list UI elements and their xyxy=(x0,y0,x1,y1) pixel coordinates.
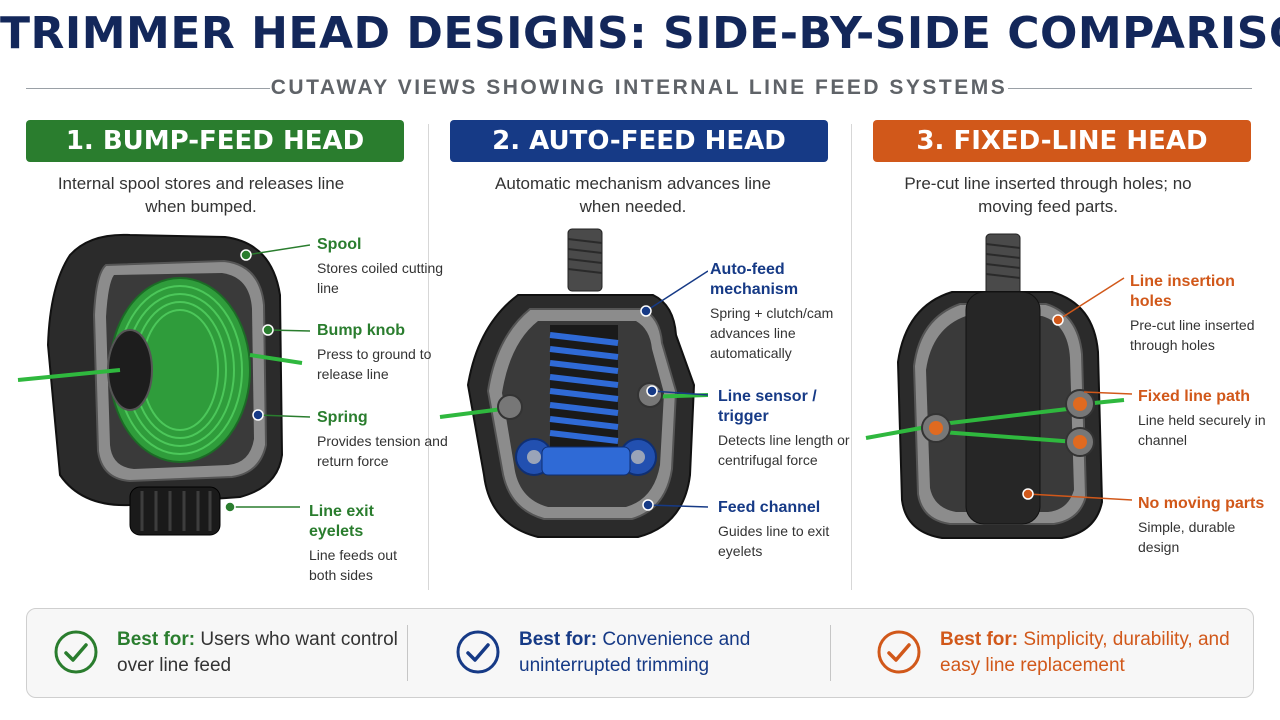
callout-desc: Line feeds out both sides xyxy=(309,547,397,583)
fixed-line-heading: 3. FIXED-LINE HEAD xyxy=(873,120,1251,162)
fixed-line-column: 3. FIXED-LINE HEAD Pre-cut line inserted… xyxy=(873,120,1253,590)
page-subtitle: CUTAWAY VIEWS SHOWING INTERNAL LINE FEED… xyxy=(270,76,1008,99)
cam-right-hub xyxy=(631,450,645,464)
shaft-threads xyxy=(567,238,603,274)
best-for-label: Best for: xyxy=(940,629,1019,650)
auto-feed-description: Automatic mechanism advances line when n… xyxy=(495,174,771,216)
callout-desc: Simple, durable design xyxy=(1138,519,1236,555)
check-circle-icon xyxy=(877,630,921,674)
fixed-line-cutaway-illustration xyxy=(865,233,1132,539)
spring-marker xyxy=(252,409,264,421)
coil-spring xyxy=(549,332,619,444)
best-for-text: Best for: Convenience and uninterrupted … xyxy=(519,627,819,679)
panel-divider xyxy=(407,625,408,681)
mechanism-marker xyxy=(640,305,652,317)
callout-spring: Spring Provides tension and return force xyxy=(317,408,457,471)
sensor-marker xyxy=(646,385,658,397)
insertion-hole-left-rim xyxy=(929,421,943,435)
callout-title: Auto-feed mechanism xyxy=(710,261,799,298)
cutting-line-right xyxy=(249,353,303,365)
callout-title: Line insertion holes xyxy=(1130,273,1235,310)
subtitle-rule-left xyxy=(26,88,270,89)
bump-feed-cutaway-illustration xyxy=(17,233,310,536)
check-circle-icon xyxy=(54,630,98,674)
fixed-line-description: Pre-cut line inserted through holes; no … xyxy=(904,174,1192,216)
callout-desc: Press to ground to release line xyxy=(317,346,432,382)
insertion-holes-marker xyxy=(1052,314,1064,326)
callout-title: Fixed line path xyxy=(1138,388,1251,405)
eyelet-marker xyxy=(224,501,236,513)
best-for-value: Simplicity, durability, and easy line re… xyxy=(940,629,1230,676)
callout-title: Feed channel xyxy=(718,499,821,516)
callout-desc: Stores coiled cutting line xyxy=(317,260,444,296)
bump-knob-ridges xyxy=(140,491,212,531)
best-for-value: Users who want control over line feed xyxy=(117,629,398,676)
page-title: TRIMMER HEAD DESIGNS: SIDE-BY-SIDE COMPA… xyxy=(0,8,1280,59)
callout-line-insertion-holes: Line insertion holes Pre-cut line insert… xyxy=(1130,272,1270,355)
callout-title: Line exit eyelets xyxy=(309,503,374,540)
fixed-line-leaders xyxy=(1027,277,1132,501)
callout-no-moving-parts: No moving parts Simple, durable design xyxy=(1138,494,1278,557)
callout-desc: Guides line to exit eyelets xyxy=(718,523,830,559)
callout-bump-knob: Bump knob Press to ground to release lin… xyxy=(317,321,457,384)
bump-knob-marker xyxy=(262,324,274,336)
callout-title: Line sensor / trigger xyxy=(718,388,817,425)
callout-desc: Pre-cut line inserted through holes xyxy=(1130,317,1255,353)
callout-line-exit-eyelets: Line exit eyelets Line feeds out both si… xyxy=(309,502,421,585)
fixed-line-path-top xyxy=(941,406,1077,426)
callout-desc: Detects line length or centrifugal force xyxy=(718,432,850,468)
cam-left-hub xyxy=(527,450,541,464)
best-for-panel: Best for: Users who want control over li… xyxy=(26,608,1254,698)
check-circle-icon xyxy=(456,630,500,674)
no-moving-parts-marker xyxy=(1022,488,1034,500)
insertion-hole-right-bottom-rim xyxy=(1073,435,1087,449)
best-for-label: Best for: xyxy=(519,629,598,650)
subtitle-rule-right xyxy=(1008,88,1252,89)
center-core xyxy=(965,291,1041,525)
eyelet-left xyxy=(497,394,523,420)
callout-title: No moving parts xyxy=(1138,495,1265,512)
best-for-value: Convenience and uninterrupted trimming xyxy=(519,629,751,676)
callout-fixed-line-path: Fixed line path Line held securely in ch… xyxy=(1138,387,1278,450)
callout-auto-feed-mechanism: Auto-feed mechanism Spring + clutch/cam … xyxy=(710,260,850,363)
column-divider xyxy=(851,124,852,590)
best-for-text: Best for: Users who want control over li… xyxy=(117,627,417,679)
callout-desc: Provides tension and return force xyxy=(317,433,448,469)
shaft-threads xyxy=(985,243,1021,279)
callout-title: Spool xyxy=(317,236,362,253)
callout-line-sensor: Line sensor / trigger Detects line lengt… xyxy=(718,387,858,470)
bump-feed-leaders xyxy=(230,244,310,508)
bump-feed-description: Internal spool stores and releases line … xyxy=(57,174,345,216)
auto-feed-cutaway-illustration xyxy=(439,228,708,538)
callout-feed-channel: Feed channel Guides line to exit eyelets xyxy=(718,498,858,561)
feed-channel-marker xyxy=(642,499,654,511)
insertion-hole-right-top-rim xyxy=(1073,397,1087,411)
callout-desc: Spring + clutch/cam advances line automa… xyxy=(710,305,834,361)
best-for-bump-feed: Best for: Users who want control over li… xyxy=(27,609,427,697)
spool-marker xyxy=(240,249,252,261)
auto-feed-heading: 2. AUTO-FEED HEAD xyxy=(450,120,828,162)
callout-desc: Line held securely in channel xyxy=(1138,412,1266,448)
fixed-line-path-bottom xyxy=(941,430,1077,444)
bump-feed-column: 1. BUMP-FEED HEAD Internal spool stores … xyxy=(26,120,406,590)
auto-feed-column: 2. AUTO-FEED HEAD Automatic mechanism ad… xyxy=(450,120,830,590)
best-for-auto-feed: Best for: Convenience and uninterrupted … xyxy=(429,609,829,697)
panel-divider xyxy=(830,625,831,681)
callout-title: Spring xyxy=(317,409,368,426)
bump-feed-heading: 1. BUMP-FEED HEAD xyxy=(26,120,404,162)
callout-title: Bump knob xyxy=(317,322,405,339)
clutch-plate xyxy=(541,446,631,476)
callout-spool: Spool Stores coiled cutting line xyxy=(317,235,457,298)
column-divider xyxy=(428,124,429,590)
auto-feed-leaders xyxy=(645,270,708,508)
best-for-label: Best for: xyxy=(117,629,196,650)
cutting-line-left xyxy=(17,368,121,382)
best-for-fixed-line: Best for: Simplicity, durability, and ea… xyxy=(850,609,1250,697)
best-for-text: Best for: Simplicity, durability, and ea… xyxy=(940,627,1240,679)
subtitle-row: CUTAWAY VIEWS SHOWING INTERNAL LINE FEED… xyxy=(26,74,1252,102)
